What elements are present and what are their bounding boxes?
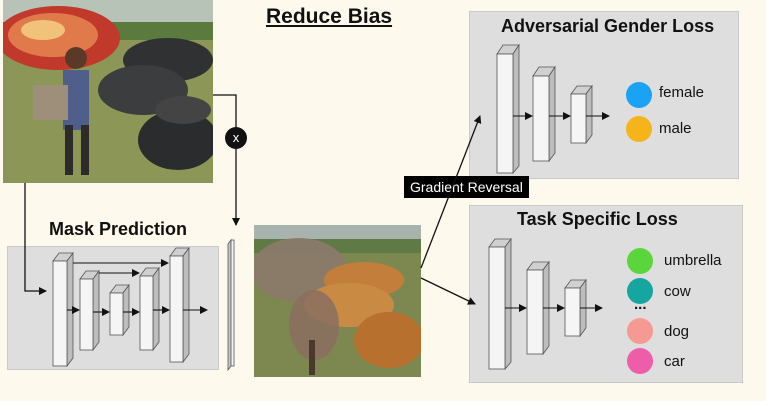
photo-to-mask-arrow [24, 183, 47, 295]
female-dot [626, 82, 652, 108]
to-task-arrow [420, 277, 476, 305]
umbrella-dot [627, 248, 653, 274]
multiply-symbol: x [232, 130, 240, 145]
female-label: female [659, 84, 705, 101]
task-loss-panel [469, 205, 743, 383]
car-dot [627, 348, 653, 374]
cow-dot [627, 278, 653, 304]
mask-prediction-title: Mask Prediction [49, 219, 188, 239]
mask-output-layer [227, 238, 235, 372]
page-title: Reduce Bias [266, 5, 393, 28]
dog-label: dog [664, 323, 690, 340]
dog-dot [627, 318, 653, 344]
adversarial-loss-title: Adversarial Gender Loss [501, 16, 715, 36]
multiply-node [225, 127, 247, 149]
ellipsis-label: ... [634, 296, 647, 313]
input-photo [3, 0, 213, 183]
umbrella-label: umbrella [664, 252, 722, 269]
task-net-blocks [488, 237, 587, 371]
task-loss-title: Task Specific Loss [517, 209, 678, 229]
male-dot [626, 116, 652, 142]
to-adversarial-arrow [420, 115, 482, 269]
masked-photo [254, 225, 421, 377]
car-label: car [664, 353, 685, 370]
male-label: male [659, 120, 692, 137]
mask-net-arrows [67, 259, 208, 316]
cow-label: cow [664, 283, 691, 300]
adversarial-net-blocks [496, 43, 593, 175]
photo-to-multiply-line [213, 94, 237, 128]
gradient-reversal-label: Gradient Reversal [404, 176, 529, 198]
mask-net-blocks [52, 246, 190, 368]
